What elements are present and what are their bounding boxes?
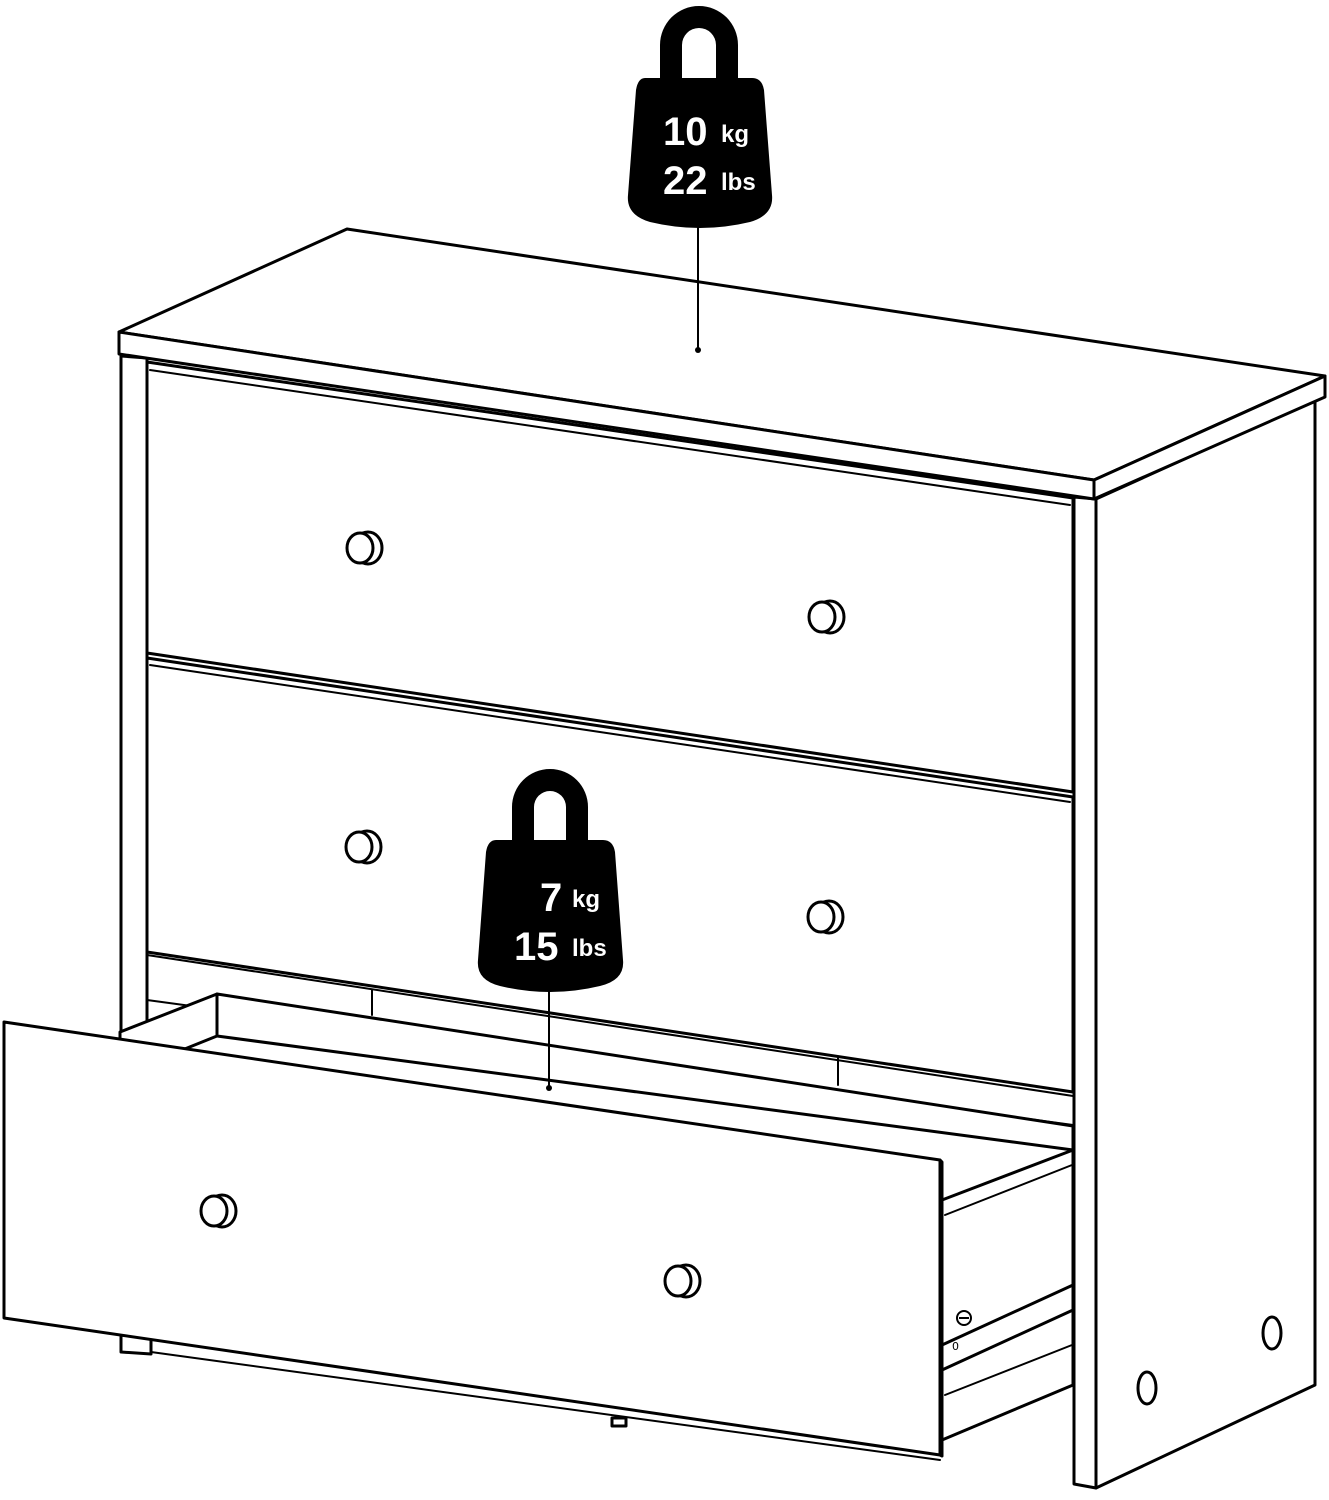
runner-fitting-mark: 0 [952, 1340, 959, 1353]
weight-icon [660, 6, 738, 80]
drawer-3-right-side-rim [944, 1164, 1073, 1216]
side-panel-hole-lower [1136, 1370, 1158, 1406]
left-side-panel [119, 354, 149, 1034]
drawer-runner-lower-line [944, 1344, 1073, 1396]
side-panel-hole-upper [1261, 1315, 1283, 1351]
drawer-1-top-shadow-line [149, 369, 1071, 506]
drawer-3-foot [610, 1416, 628, 1428]
drawer-2-top-shadow-line [149, 664, 1071, 803]
weight-body [477, 840, 624, 992]
drawer-load-pointer-dot [546, 1085, 552, 1091]
drawer-1-front [145, 360, 1075, 794]
drawer-3-bottom-edge [150, 1351, 941, 1461]
knob-drawer-2-right [806, 899, 845, 935]
top-load-lbs-value: 22 [663, 159, 708, 203]
drawer-load-weight: 7 kg 15 lbs [477, 769, 624, 1091]
top-load-kg-value: 10 [663, 110, 708, 154]
drawer-load-kg-unit: kg [572, 886, 600, 913]
weight-icon [512, 769, 588, 842]
top-load-pointer-dot [695, 347, 701, 353]
top-board-side-edge [1092, 374, 1327, 501]
knob-drawer-1-right [807, 599, 846, 635]
knob-drawer-1-left [345, 530, 384, 566]
top-load-kg-unit: kg [721, 121, 749, 148]
knob-drawer-2-left [344, 829, 383, 865]
knob-drawer-3-left [199, 1193, 238, 1229]
top-load-lbs-unit: lbs [721, 169, 756, 196]
drawer-3-front-edge [938, 1158, 944, 1458]
drawer-load-kg-value: 7 [540, 876, 562, 920]
drawer-load-lbs-value: 15 [514, 925, 559, 969]
knob-drawer-3-right [663, 1263, 702, 1299]
right-side-panel [1072, 495, 1098, 1490]
top-load-weight: 10 kg 22 lbs [627, 6, 773, 353]
cavity-top-edge [146, 954, 1074, 1097]
drawer-load-lbs-unit: lbs [572, 935, 607, 962]
weight-body [627, 78, 773, 228]
right-side-outer-face [1094, 398, 1317, 1490]
